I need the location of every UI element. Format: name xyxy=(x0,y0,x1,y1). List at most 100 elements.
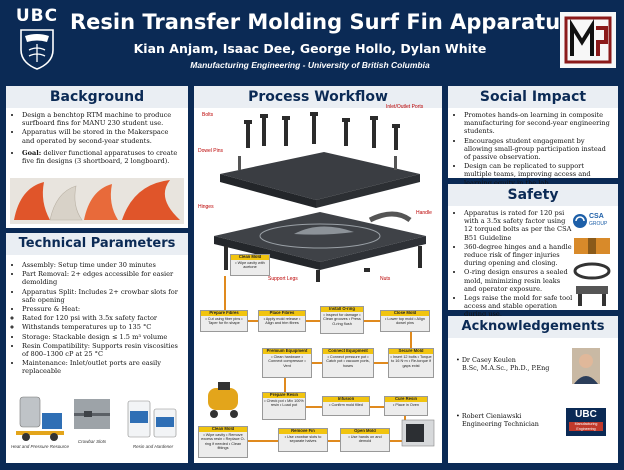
poster-header: UBC Resin Transfer Molding Surf Fin Appa… xyxy=(0,0,624,80)
social-heading: Social Impact xyxy=(448,86,618,108)
social-bullet: Encourages student engagement by allowin… xyxy=(464,137,610,162)
label-inlet-outlet-ports: Inlet/Outlet Ports xyxy=(386,104,424,110)
resin-hardener-photo xyxy=(127,400,177,438)
flow-arrow xyxy=(328,440,340,442)
safety-heading: Safety xyxy=(448,184,618,206)
crowbar-slots-photo xyxy=(74,399,110,429)
compressor-photo xyxy=(208,382,238,418)
flow-arrow xyxy=(248,440,278,442)
flow-arrow xyxy=(248,320,258,322)
background-goal: Goal: deliver functional apparatuses to … xyxy=(22,149,180,165)
goal-label: Goal: xyxy=(22,148,42,157)
flow-step-secure-mold: Secure Mold• Insert 12 bolts • Torque to… xyxy=(388,348,434,378)
workflow-heading: Process Workflow xyxy=(194,86,442,108)
technical-heading: Technical Parameters xyxy=(6,233,188,255)
flow-step-remove-fin: Remove Fin• Use crowbar slots to separat… xyxy=(278,428,328,452)
technical-item: Maintenance: Inlet/outlet ports are easi… xyxy=(22,359,180,375)
ack-person-2: • Robert Cieniawski Engineering Technici… xyxy=(456,412,568,429)
technical-text: Assembly: Setup time under 30 minutes Pa… xyxy=(6,255,188,376)
background-bullet: Apparatus will be stored in the Makerspa… xyxy=(22,128,180,144)
csa-logo-text: CSA xyxy=(589,213,604,220)
ack-person-title: B.Sc, M.A.Sc., Ph.D., P.Eng xyxy=(462,364,550,373)
ubc-manufacturing-badge: UBC Manufacturing Engineering xyxy=(566,408,606,436)
technical-item: Part Removal: 2+ edges accessible for ea… xyxy=(22,270,180,286)
goal-text: deliver functional apparatuses to create… xyxy=(22,148,178,166)
background-heading: Background xyxy=(6,86,188,108)
flow-step-prepare-resin: Prepare Resin• Check pot • Mix 100% resi… xyxy=(262,392,306,420)
team-logo-icon xyxy=(564,16,612,64)
surf-fins-photo xyxy=(10,178,184,224)
ubc-badge-text: UBC xyxy=(575,409,597,420)
ubc-crest-icon xyxy=(20,29,54,70)
background-text: Design a benchtop RTM machine to produce… xyxy=(6,108,188,165)
flow-step-connect-equipment: Connect Equipment• Connect pressure pot … xyxy=(322,348,374,378)
ubc-logo-text: UBC xyxy=(15,6,59,26)
safety-panel: Safety Apparatus is rated for 120 psi wi… xyxy=(448,184,618,318)
csa-logo: CSA GROUP xyxy=(572,212,612,230)
technical-item: Storage: Stackable design ≤ 1.5 m³ volum… xyxy=(22,333,180,341)
technical-panel: Technical Parameters Assembly: Setup tim… xyxy=(6,233,188,463)
poster-authors: Kian Anjam, Isaac Dee, George Hollo, Dyl… xyxy=(133,41,487,56)
label-bolts: Bolts xyxy=(202,112,214,118)
flow-arrow xyxy=(374,362,388,364)
heat-pressure-caption: Heat and Pressure Resource xyxy=(10,444,70,449)
ack-person-name: • Dr Casey Keulen xyxy=(456,356,516,364)
oven-photo xyxy=(401,419,435,447)
technical-sub-item: Rated for 120 psi with 3.5x safety facto… xyxy=(22,314,180,322)
support-legs-photo xyxy=(576,286,608,306)
keulen-photo xyxy=(572,348,600,384)
safety-text: Apparatus is rated for 120 psi with a 3.… xyxy=(448,206,618,319)
flow-step-cure-resin: Cure Resin• Place in Oven xyxy=(384,396,428,416)
flow-arrow xyxy=(312,362,322,364)
ubc-badge-subtext: Manufacturing Engineering xyxy=(569,422,603,432)
label-dowel-pins: Dowel Pins xyxy=(198,148,224,154)
social-bullet: Design can be replicated to support mult… xyxy=(464,162,610,187)
ack-panel: Acknowledgements • Dr Casey Keulen B.Sc,… xyxy=(448,316,618,463)
label-hinges: Hinges xyxy=(198,204,214,210)
flow-arrow xyxy=(390,440,404,442)
flow-step-clean-mold: Clean Mold• Wipe cavity with acetone xyxy=(230,254,270,276)
flow-step-install-oring: Install O-ring• Inspect for damage • Cle… xyxy=(320,306,364,334)
csa-logo-subtext: GROUP xyxy=(589,221,608,227)
team-logo xyxy=(560,12,616,68)
oring-photo xyxy=(573,262,611,280)
flow-arrow xyxy=(306,320,320,322)
flow-arrow xyxy=(410,332,412,348)
social-bullet: Promotes hands-on learning in composite … xyxy=(464,111,610,136)
ubc-logo: UBC xyxy=(10,6,64,72)
flow-step-clean-mold-final: Clean Mold• Wipe cavity • Remove excess … xyxy=(198,426,248,458)
technical-item: Resin Compatibility: Supports resin visc… xyxy=(22,342,180,358)
workflow-panel: Process Workflow xyxy=(194,86,442,463)
flow-step-premium-equipment: Premium Equipment• Clean hardware • Conn… xyxy=(262,348,312,378)
ack-person-name: • Robert Cieniawski xyxy=(456,412,522,420)
flow-step-close-mold: Close Mold• Lower top mold • Align dowel… xyxy=(380,310,430,332)
background-panel: Background Design a benchtop RTM machine… xyxy=(6,86,188,228)
safety-bullet: Apparatus is rated for 120 psi with a 3.… xyxy=(464,209,574,242)
background-bullet: Design a benchtop RTM machine to produce… xyxy=(22,111,180,127)
safety-bullet: Legs raise the mold for safe tool access… xyxy=(464,294,574,319)
ack-heading: Acknowledgements xyxy=(448,316,618,338)
heat-pressure-photo xyxy=(16,396,64,441)
flow-step-open-mold: Open Mold• Use hands on and demold xyxy=(340,428,390,452)
technical-item: Apparatus Split: Includes 2+ crowbar slo… xyxy=(22,288,180,304)
flow-arrow xyxy=(306,406,322,408)
social-panel: Social Impact Promotes hands-on learning… xyxy=(448,86,618,187)
poster-department: Manufacturing Engineering - University o… xyxy=(190,60,430,70)
label-nuts: Nuts xyxy=(380,276,391,282)
technical-item: Pressure & Heat: xyxy=(22,305,180,313)
safety-bullet: 360-degree hinges and a handle reduce ri… xyxy=(464,243,574,268)
technical-sub-item: Withstands temperatures up to 135 °C xyxy=(22,323,180,331)
technical-item: Assembly: Setup time under 30 minutes xyxy=(22,261,180,269)
ack-person-title: Engineering Technician xyxy=(462,420,539,429)
flow-step-infusion: Infusion• Confirm mold filled xyxy=(322,396,370,416)
flow-arrow xyxy=(224,276,226,310)
resin-hardener-caption: Resin and Hardener xyxy=(132,444,174,449)
poster-title: Resin Transfer Molding Surf Fin Apparatu… xyxy=(70,10,573,34)
exploded-assembly-diagram xyxy=(214,112,426,282)
flow-arrow xyxy=(370,406,384,408)
csa-logo-icon xyxy=(573,214,587,228)
social-text: Promotes hands-on learning in composite … xyxy=(448,108,618,187)
label-handle: Handle xyxy=(416,210,432,216)
hinge-photo xyxy=(574,238,610,254)
flow-step-place-fibres: Place Fibres• Apply mold release • Align… xyxy=(258,310,306,332)
